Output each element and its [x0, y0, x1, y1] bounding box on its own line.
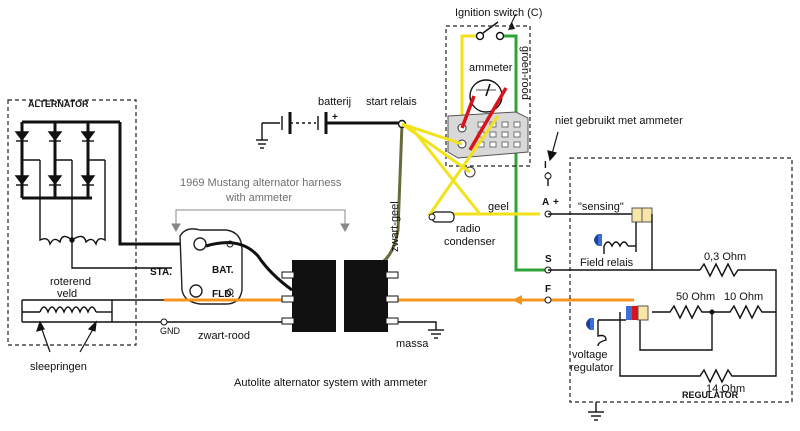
regulator-lc-label: regulator — [570, 362, 614, 374]
ammeter-gauge — [469, 79, 503, 113]
oranje-arrow — [512, 295, 522, 305]
ignition-switch — [475, 21, 505, 41]
wire-yellow-top — [460, 34, 476, 126]
wire-yellow-cross — [408, 125, 482, 215]
wire-stator-sta — [71, 240, 172, 269]
terminal-f-dot — [544, 296, 552, 304]
resistor-10-ohm — [712, 304, 776, 320]
fuse-block — [447, 111, 529, 178]
ignition-switch-label: Ignition switch (C) — [455, 7, 542, 19]
wire-yellow-geel — [427, 115, 540, 216]
massa-label: massa — [396, 338, 429, 350]
ammeter-label: ammeter — [469, 62, 513, 74]
regulator-ground-symbol — [588, 402, 604, 421]
gnd-label: GND — [160, 326, 181, 336]
terminal-s-label: S — [545, 254, 552, 265]
terminal-a-label: A — [542, 197, 549, 208]
niet-gebruikt-label: niet gebruikt met ammeter — [555, 115, 683, 127]
battery-plus: + — [332, 112, 338, 123]
voltage-label: voltage — [572, 349, 607, 361]
batterij-label: batterij — [318, 96, 351, 108]
radio-label: radio — [456, 223, 480, 235]
field-relay-ground — [594, 234, 602, 246]
diode-bridge — [14, 120, 120, 200]
harness-label-line2: with ammeter — [225, 192, 292, 204]
diagram-caption: Autolite alternator system with ammeter — [234, 377, 428, 389]
alternator-title: ALTERNATOR — [28, 99, 89, 109]
wire-red-1 — [460, 95, 476, 129]
connector-right — [344, 260, 399, 332]
veld-label: veld — [57, 288, 77, 300]
sleepringen-label: sleepringen — [30, 361, 87, 373]
start-relais-label: start relais — [366, 96, 417, 108]
field-relais-label: Field relais — [580, 257, 634, 269]
ohm-10-label: 10 Ohm — [724, 291, 763, 303]
radio-condenser — [428, 211, 455, 223]
battery-symbol — [281, 112, 328, 134]
ohm-14-label: 14 Ohm — [706, 383, 745, 395]
terminal-i-label: I — [544, 160, 547, 171]
zwart-rood-label: zwart-rood — [198, 330, 250, 342]
wire-reg-internal-3 — [639, 312, 713, 351]
resistor-03-ohm — [699, 262, 777, 312]
slip-ring-arrows — [36, 320, 97, 353]
niet-gebruikt-arrow — [547, 131, 559, 162]
harness-bracket — [171, 209, 350, 233]
connector-left — [281, 260, 336, 332]
massa-ground-symbol — [428, 329, 444, 339]
field-relay-coil — [603, 222, 637, 254]
resistor-50-ohm — [652, 304, 712, 320]
terminal-plate — [179, 228, 243, 305]
sensing-label: "sensing" — [578, 201, 624, 213]
roterend-label: roterend — [50, 276, 91, 288]
condenser-label: condenser — [444, 236, 496, 248]
wire-alternator-output — [118, 122, 182, 246]
geel-label: geel — [488, 201, 509, 213]
bat-terminal-label: BAT. — [212, 265, 234, 276]
ohm-03-label: 0,3 Ohm — [704, 251, 746, 263]
harness-label-line1: 1969 Mustang alternator harness — [180, 177, 342, 189]
sensing-relay — [631, 207, 653, 223]
groen-rood-label: groen-rood — [519, 46, 531, 100]
rotor-coil — [21, 300, 113, 322]
wire-massa — [398, 321, 437, 330]
terminal-plus-label: + — [553, 197, 559, 208]
regulator-box — [569, 157, 793, 403]
regulator-title: REGULATOR — [682, 390, 739, 400]
voltage-regulator-contacts — [626, 305, 649, 321]
regulator-terminal-i — [544, 172, 552, 186]
wire-red-2 — [468, 87, 508, 151]
resistor-14-ohm — [619, 312, 777, 384]
alternator-box — [7, 99, 137, 346]
sta-label: STA. — [150, 267, 172, 278]
voltage-regulator-coil — [597, 319, 626, 347]
fuse-panel-box — [445, 25, 531, 167]
ohm-50-label: 50 Ohm — [676, 291, 715, 303]
zwart-geel-label: zwart-geel — [389, 201, 401, 252]
terminal-f-label: F — [545, 284, 551, 295]
battery-ground-symbol — [256, 123, 268, 149]
stator-winding — [39, 160, 106, 247]
wire-bat-to-connector — [205, 241, 293, 292]
voltage-regulator-ground — [586, 318, 594, 330]
fld-terminal-label: FLD. — [212, 289, 234, 300]
